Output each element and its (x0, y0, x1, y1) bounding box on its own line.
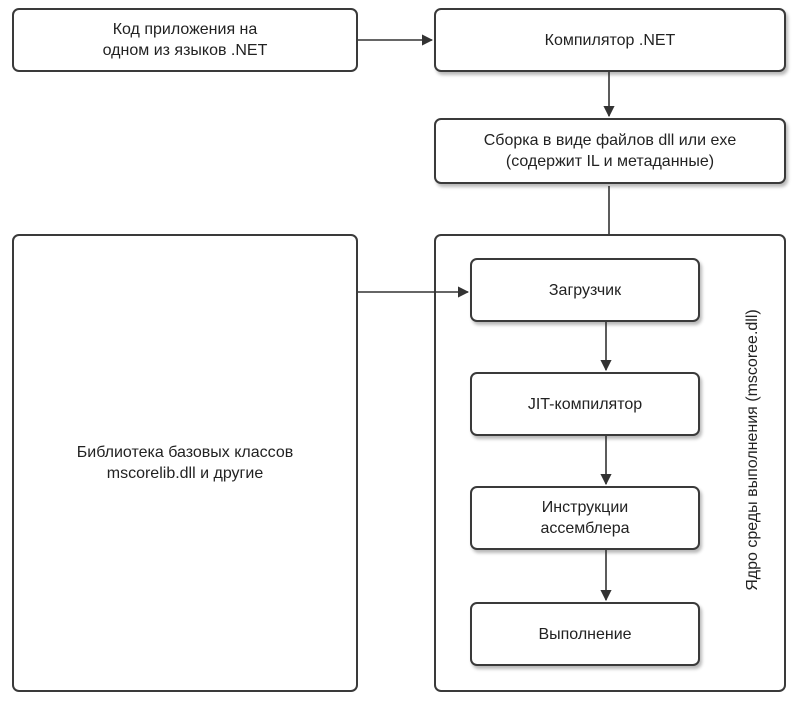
library-label: Библиотека базовых классов mscorelib.dll… (76, 444, 294, 482)
runtime-label: Ядро среды выполнения (mscoree.dll) (744, 309, 761, 591)
loader-box: Загрузчик (470, 258, 700, 322)
exec-box: Выполнение (470, 602, 700, 666)
assembly-box: Сборка в виде файлов dll или exe (содерж… (434, 118, 786, 184)
compiler-box: Компилятор .NET (434, 8, 786, 72)
asm-box: Инструкции ассемблера (470, 486, 700, 550)
loader-label: Загрузчик (548, 281, 622, 299)
app-code-label: Код приложения на одном из языков .NET (102, 21, 268, 59)
compiler-label: Компилятор .NET (544, 31, 676, 49)
jit-box: JIT-компилятор (470, 372, 700, 436)
assembly-label: Сборка в виде файлов dll или exe (содерж… (483, 132, 737, 170)
app-code-box: Код приложения на одном из языков .NET (12, 8, 358, 72)
asm-label: Инструкции ассемблера (540, 499, 630, 537)
jit-label: JIT-компилятор (527, 395, 643, 413)
library-box: Библиотека базовых классов mscorelib.dll… (12, 234, 358, 692)
exec-label: Выполнение (538, 625, 632, 643)
